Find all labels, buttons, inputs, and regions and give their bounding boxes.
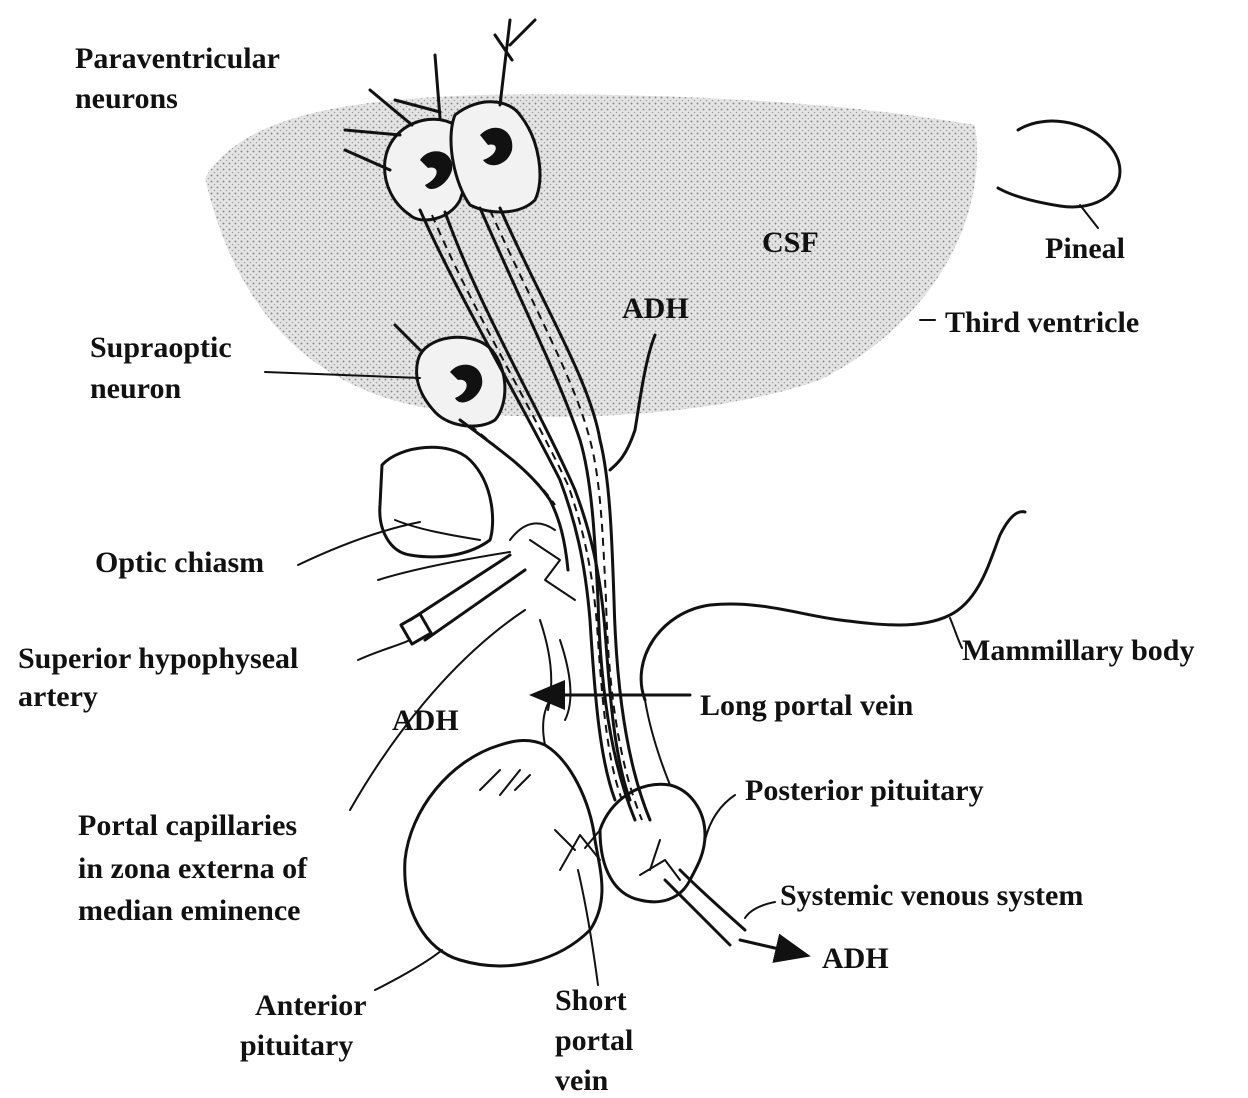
label-long-portal-vein: Long portal vein bbox=[700, 689, 914, 722]
mammillary-leader bbox=[950, 618, 962, 648]
label-superior-hypophyseal-line1: Superior hypophyseal bbox=[18, 642, 298, 675]
posterior-pituitary bbox=[600, 784, 705, 902]
third-ventricle-csf-region bbox=[205, 94, 977, 416]
label-portal-capillaries-line3: median eminence bbox=[78, 894, 300, 927]
label-anterior-pituitary-line1: Anterior bbox=[255, 989, 367, 1022]
pineal-outline bbox=[998, 121, 1120, 207]
mammillary-body bbox=[641, 512, 1025, 700]
label-paraventricular-line1: Paraventricular bbox=[75, 42, 280, 75]
optic-chiasm bbox=[380, 447, 493, 557]
label-systemic-venous-system: Systemic venous system bbox=[780, 879, 1083, 912]
systemic-vein bbox=[665, 880, 730, 945]
label-anterior-pituitary-line2: pituitary bbox=[240, 1029, 353, 1062]
optic-tract bbox=[395, 520, 480, 540]
label-adh-lower: ADH bbox=[822, 942, 889, 975]
label-adh-middle: ADH bbox=[392, 704, 459, 737]
pineal-leader bbox=[1080, 205, 1098, 228]
adh-outflow-arrow bbox=[740, 940, 805, 955]
label-optic-chiasm: Optic chiasm bbox=[95, 546, 264, 579]
label-superior-hypophyseal-line2: artery bbox=[18, 680, 98, 713]
label-supraoptic-line1: Supraoptic bbox=[90, 331, 232, 364]
label-portal-capillaries-line1: Portal capillaries bbox=[78, 809, 297, 842]
label-mammillary-body: Mammillary body bbox=[962, 634, 1195, 667]
anterior-pituitary bbox=[405, 740, 602, 965]
label-short-portal-vein-line3: vein bbox=[555, 1064, 609, 1097]
label-csf: CSF bbox=[762, 226, 819, 259]
label-paraventricular-line2: neurons bbox=[75, 82, 178, 115]
label-supraoptic-line2: neuron bbox=[90, 372, 181, 405]
systemic-vein-wall bbox=[680, 870, 745, 930]
label-adh-upper: ADH bbox=[622, 292, 689, 325]
label-short-portal-vein-line2: portal bbox=[555, 1024, 633, 1057]
label-short-portal-vein-line1: Short bbox=[555, 984, 627, 1017]
label-third-ventricle: Third ventricle bbox=[945, 306, 1139, 339]
label-posterior-pituitary: Posterior pituitary bbox=[745, 774, 984, 807]
label-portal-capillaries-line2: in zona externa of bbox=[78, 852, 308, 885]
label-pineal: Pineal bbox=[1045, 232, 1125, 265]
